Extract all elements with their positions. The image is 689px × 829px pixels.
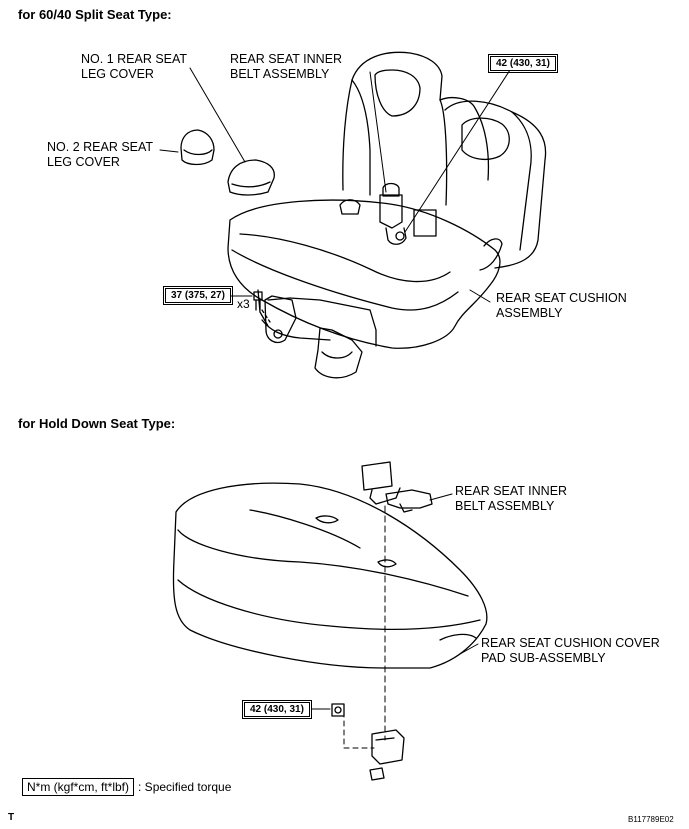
torque-legend-text: : Specified torque xyxy=(138,780,232,794)
hold-down-seat-heading: for Hold Down Seat Type: xyxy=(18,416,176,431)
label-leg-cover-2: NO. 2 REAR SEAT LEG COVER xyxy=(47,140,154,169)
bolt-quantity: x3 xyxy=(237,297,250,311)
split-seat-illustration xyxy=(159,51,547,379)
hold-down-seat-illustration xyxy=(172,461,488,781)
label-leg-cover-1: NO. 1 REAR SEAT LEG COVER xyxy=(81,52,188,81)
torque-spec-top: 42 (430, 31) xyxy=(488,54,558,73)
figure-code: B117789E02 xyxy=(628,815,674,824)
label-inner-belt-hold: REAR SEAT INNER BELT ASSEMBLY xyxy=(455,484,568,513)
torque-spec-bottom: 42 (430, 31) xyxy=(242,700,312,719)
footer-left-mark: T xyxy=(8,812,15,823)
label-inner-belt-split: REAR SEAT INNER BELT ASSEMBLY xyxy=(230,52,343,81)
label-cushion-assembly: REAR SEAT CUSHION ASSEMBLY xyxy=(496,291,627,320)
torque-spec-left: 37 (375, 27) xyxy=(163,286,233,305)
label-cover-pad: REAR SEAT CUSHION COVER PAD SUB-ASSEMBLY xyxy=(481,636,660,665)
torque-legend-box: N*m (kgf*cm, ft*lbf) xyxy=(22,778,135,796)
torque-legend: N*m (kgf*cm, ft*lbf) : Specified torque xyxy=(22,778,231,796)
split-seat-heading: for 60/40 Split Seat Type: xyxy=(18,7,172,22)
